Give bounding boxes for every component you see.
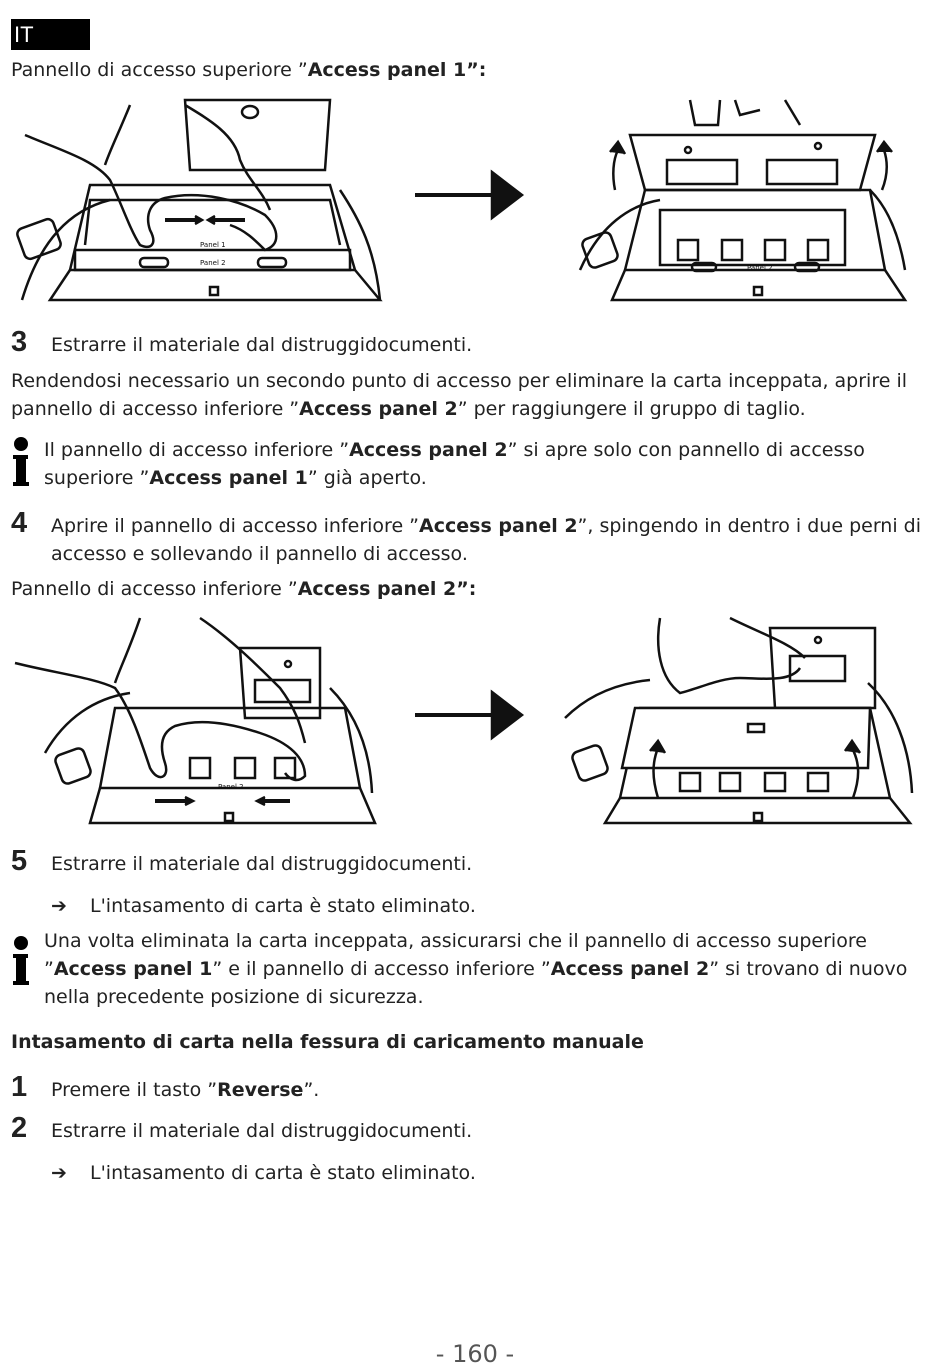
- info1-bold1: Access panel 2: [349, 439, 508, 461]
- step4-pre: Aprire il pannello di accesso inferiore …: [51, 515, 420, 537]
- caption-bottom-bold: Access panel 2: [297, 578, 457, 600]
- caption-bottom-pre: Pannello di accesso inferiore ”: [11, 578, 298, 600]
- hand-left: [24, 103, 278, 252]
- info2-post: ” si trovano di nuovo nella precedente p…: [44, 958, 908, 1008]
- access-paragraph: Rendendosi necessario un secondo punto d…: [11, 367, 936, 423]
- info-note-1: Il pannello di accesso inferiore ”Access…: [44, 436, 936, 492]
- step1-post: ”.: [303, 1079, 320, 1101]
- caption-top: Pannello di accesso superiore ”Access pa…: [11, 56, 936, 84]
- info2-bold1: Access panel 1: [53, 958, 213, 980]
- caption-top-pre: Pannello di accesso superiore ”: [11, 59, 308, 81]
- step-4-text: Aprire il pannello di accesso inferiore …: [51, 512, 931, 568]
- right-arrow-icon: [415, 169, 525, 221]
- language-badge: IT: [11, 19, 90, 50]
- section-heading: Intasamento di carta nella fessura di ca…: [11, 1031, 644, 1053]
- info2-pre: Una volta eliminata la carta inceppata, …: [44, 930, 867, 980]
- step4-post: ”, spingendo in dentro i due perni di ac…: [51, 515, 922, 565]
- step-2-text: Estrarre il materiale dal distruggidocum…: [51, 1120, 473, 1142]
- panel1-label: Panel 1: [200, 241, 226, 249]
- illustration-open-access-panel-2: Panel 2: [14, 616, 914, 825]
- step-3-text: Estrarre il materiale dal distruggidocum…: [51, 334, 473, 356]
- right-arrow-icon-result-1: ➔: [51, 895, 67, 917]
- caption-bottom: Pannello di accesso inferiore ”Access pa…: [11, 575, 936, 603]
- hand-bottom-right: [656, 616, 806, 695]
- step-1-number: 1: [11, 1071, 28, 1103]
- step-5-text: Estrarre il materiale dal distruggidocum…: [51, 853, 473, 875]
- step-5-number: 5: [11, 845, 28, 877]
- step-4-number: 4: [11, 507, 28, 539]
- panel2-label: Panel 2: [200, 259, 226, 267]
- info-icon-2: [13, 936, 29, 985]
- step1-bold: Reverse: [217, 1079, 304, 1101]
- shredder-bottom-right: [564, 626, 914, 825]
- info-note-2: Una volta eliminata la carta inceppata, …: [44, 927, 936, 1011]
- info1-pre: Il pannello di accesso inferiore ”: [44, 439, 350, 461]
- hands-bottom-left: [14, 616, 307, 782]
- panel2-label-right: Panel 2: [747, 264, 773, 272]
- illustration-open-access-panel-1: Panel 1 Panel 2 Panel 2: [16, 98, 908, 302]
- right-arrow-icon-2: [415, 689, 525, 741]
- result-2-text: L'intasamento di carta è stato eliminato…: [90, 1162, 476, 1184]
- step-2-number: 2: [11, 1112, 28, 1144]
- shredder-bottom-left: [43, 646, 377, 825]
- step1-pre: Premere il tasto ”: [51, 1079, 218, 1101]
- caption-bottom-post: ”:: [456, 578, 477, 600]
- info2-bold2: Access panel 2: [550, 958, 710, 980]
- info1-bold2: Access panel 1: [149, 467, 308, 489]
- info1-mid: ” si apre solo con pannello di accesso s…: [44, 439, 865, 489]
- info-icon: [13, 437, 29, 486]
- caption-top-post: ”:: [466, 59, 487, 81]
- access-paragraph-pre: Rendendosi necessario un secondo punto d…: [11, 370, 908, 420]
- right-arrow-icon-result-2: ➔: [51, 1162, 67, 1184]
- step-3-number: 3: [11, 326, 28, 358]
- info2-mid: ” e il pannello di accesso inferiore ”: [212, 958, 551, 980]
- step4-bold: Access panel 2: [419, 515, 578, 537]
- panel2-label-bottom: Panel 2: [218, 783, 244, 791]
- result-1-text: L'intasamento di carta è stato eliminato…: [90, 895, 476, 917]
- step-1-text: Premere il tasto ”Reverse”.: [51, 1076, 931, 1104]
- shredder-top-right: [578, 133, 908, 302]
- hand-right: [688, 99, 802, 127]
- shredder-top-left: [16, 98, 383, 302]
- page-number: - 160 -: [435, 1340, 515, 1368]
- info1-post: ” già aperto.: [307, 467, 427, 489]
- access-paragraph-bold: Access panel 2: [299, 398, 458, 420]
- caption-top-bold: Access panel 1: [307, 59, 467, 81]
- access-paragraph-post: ” per raggiungere il gruppo di taglio.: [457, 398, 806, 420]
